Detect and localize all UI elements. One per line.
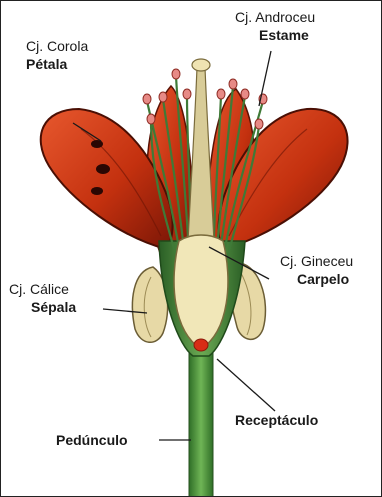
anther bbox=[159, 92, 167, 102]
label-androceu-group: Cj. Androceu bbox=[235, 9, 315, 25]
label-carpelo: Carpelo bbox=[297, 271, 349, 287]
petal-spot bbox=[91, 140, 103, 148]
peduncle bbox=[189, 351, 213, 496]
anther bbox=[217, 89, 225, 99]
ovule bbox=[194, 339, 208, 351]
anther bbox=[147, 114, 155, 124]
petal-spot bbox=[91, 187, 103, 195]
anther bbox=[255, 119, 263, 129]
label-sepala: Sépala bbox=[31, 299, 76, 315]
anther bbox=[183, 89, 191, 99]
anther bbox=[143, 94, 151, 104]
label-pedunculo: Pedúnculo bbox=[56, 432, 128, 448]
label-calice-group: Cj. Cálice bbox=[9, 281, 69, 297]
label-gineceu-group: Cj. Gineceu bbox=[280, 253, 353, 269]
anther bbox=[172, 69, 180, 79]
label-receptaculo: Receptáculo bbox=[235, 412, 318, 428]
petal-spot bbox=[96, 164, 110, 174]
label-petala: Pétala bbox=[26, 56, 67, 72]
anther bbox=[229, 79, 237, 89]
stigma bbox=[192, 59, 210, 71]
label-corola-group: Cj. Corola bbox=[26, 38, 88, 54]
label-estame: Estame bbox=[259, 27, 309, 43]
leader-receptaculo bbox=[217, 359, 275, 411]
anther bbox=[241, 89, 249, 99]
